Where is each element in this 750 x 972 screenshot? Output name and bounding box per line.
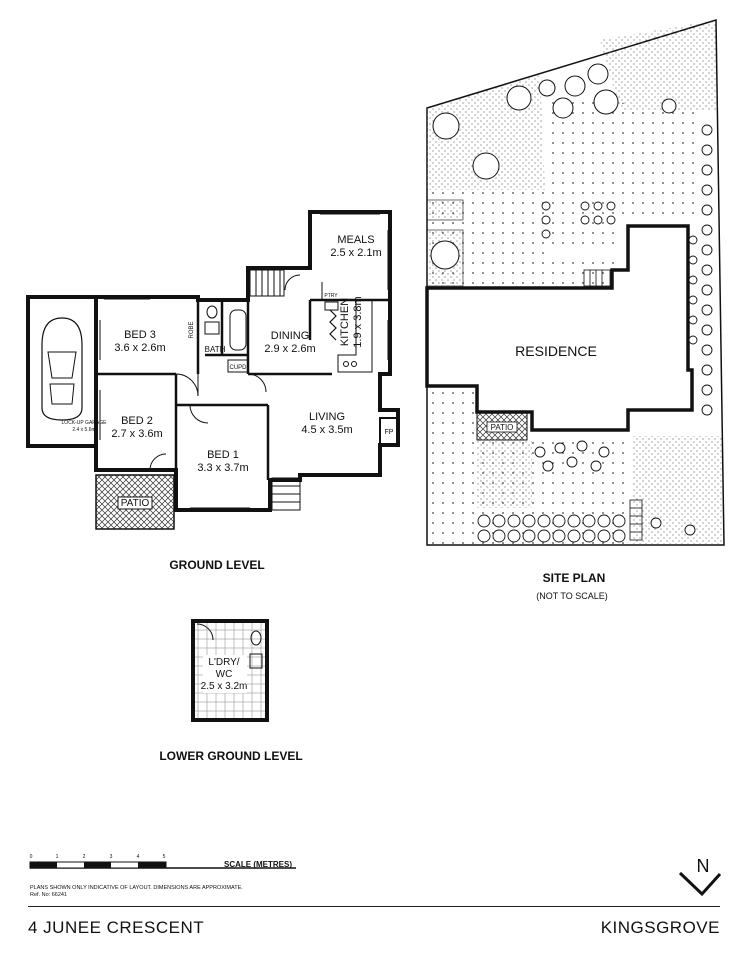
residence-footprint — [425, 224, 694, 432]
site-patio-label: PATIO — [491, 423, 514, 432]
scale-tick-1: 1 — [56, 854, 59, 860]
property-suburb: KINGSGROVE — [600, 918, 720, 937]
meals-dims: 2.5 x 2.1m — [330, 247, 381, 259]
dining-label: DINING — [271, 330, 310, 342]
bed2-label: BED 2 — [121, 415, 153, 427]
dining-dims: 2.9 x 2.6m — [264, 343, 315, 355]
ground-level-title: GROUND LEVEL — [169, 558, 264, 572]
scale-tick-2: 2 — [83, 854, 86, 860]
bed3-label: BED 3 — [124, 329, 156, 341]
patio-label: PATIO — [121, 498, 150, 509]
garage-label: LOCK-UP GARAGE — [62, 420, 108, 426]
wc-label: WC — [216, 669, 233, 680]
ground-outer-walls — [94, 210, 400, 512]
scale-tick-5: 5 — [163, 854, 166, 860]
scale-bar: 0 1 2 3 4 5 SCALE (METRES) PLANS SHOWN O… — [29, 854, 296, 898]
ground-level-labels: MEALS 2.5 x 2.1m KITCHEN 1.9 x 3.8m DINI… — [62, 234, 394, 572]
fp-label: FP — [385, 429, 394, 436]
lower-ground-plan — [191, 619, 269, 722]
reference-number: Ref. No: 66241 — [30, 892, 67, 898]
kitchen-dims: 1.9 x 3.8m — [352, 296, 364, 347]
bed2-dims: 2.7 x 3.6m — [111, 428, 162, 440]
lower-ground-title: LOWER GROUND LEVEL — [159, 749, 302, 763]
site-plan — [425, 18, 725, 546]
living-label: LIVING — [309, 411, 345, 423]
property-address: 4 JUNEE CRESCENT — [28, 918, 205, 937]
laundry-label: L'DRY/ — [208, 657, 239, 668]
footer-rule — [28, 906, 720, 907]
bed3-dims: 3.6 x 2.6m — [114, 342, 165, 354]
ground-level-plan — [26, 210, 400, 530]
bed1-label: BED 1 — [207, 449, 239, 461]
scale-tick-3: 3 — [110, 854, 113, 860]
robe-label: ROBE — [189, 321, 195, 338]
laundry-dims: 2.5 x 3.2m — [201, 681, 248, 692]
site-plan-labels: RESIDENCE PATIO SITE PLAN (NOT TO SCALE) — [491, 343, 608, 601]
scale-label: SCALE (METRES) — [224, 860, 292, 869]
meals-label: MEALS — [337, 234, 374, 246]
disclaimer: PLANS SHOWN ONLY INDICATIVE OF LAYOUT. D… — [30, 885, 243, 891]
site-plan-title: SITE PLAN — [543, 571, 606, 585]
bed1-dims: 3.3 x 3.7m — [197, 462, 248, 474]
pantry-label: PTRY — [324, 293, 338, 299]
site-plan-subtitle: (NOT TO SCALE) — [536, 591, 608, 601]
scale-tick-4: 4 — [137, 854, 140, 860]
stairs-upper — [249, 269, 285, 297]
kitchen-label: KITCHEN — [339, 298, 351, 346]
shrubs — [477, 124, 713, 543]
site-stairs — [583, 269, 643, 541]
lower-ground-labels: L'DRY/ WC 2.5 x 3.2m LOWER GROUND LEVEL — [159, 657, 302, 763]
fireplace — [379, 417, 399, 445]
zigzag-wall — [329, 309, 337, 341]
kitchen-bench — [321, 282, 373, 373]
garage-dims: 2.4 x 5.6m — [72, 427, 95, 433]
north-label: N — [697, 856, 710, 876]
scale-tick-0: 0 — [30, 854, 33, 860]
bathroom-fixtures — [204, 305, 249, 373]
residence-label: RESIDENCE — [515, 343, 597, 359]
north-arrow-icon: N — [678, 856, 722, 897]
windows — [99, 213, 389, 509]
living-dims: 4.5 x 3.5m — [301, 424, 352, 436]
stairs-lower — [271, 477, 301, 511]
bath-label: BATH — [205, 345, 226, 354]
trees — [430, 63, 677, 270]
door-swings — [149, 274, 301, 471]
cupd-label: CUPD — [229, 365, 247, 371]
